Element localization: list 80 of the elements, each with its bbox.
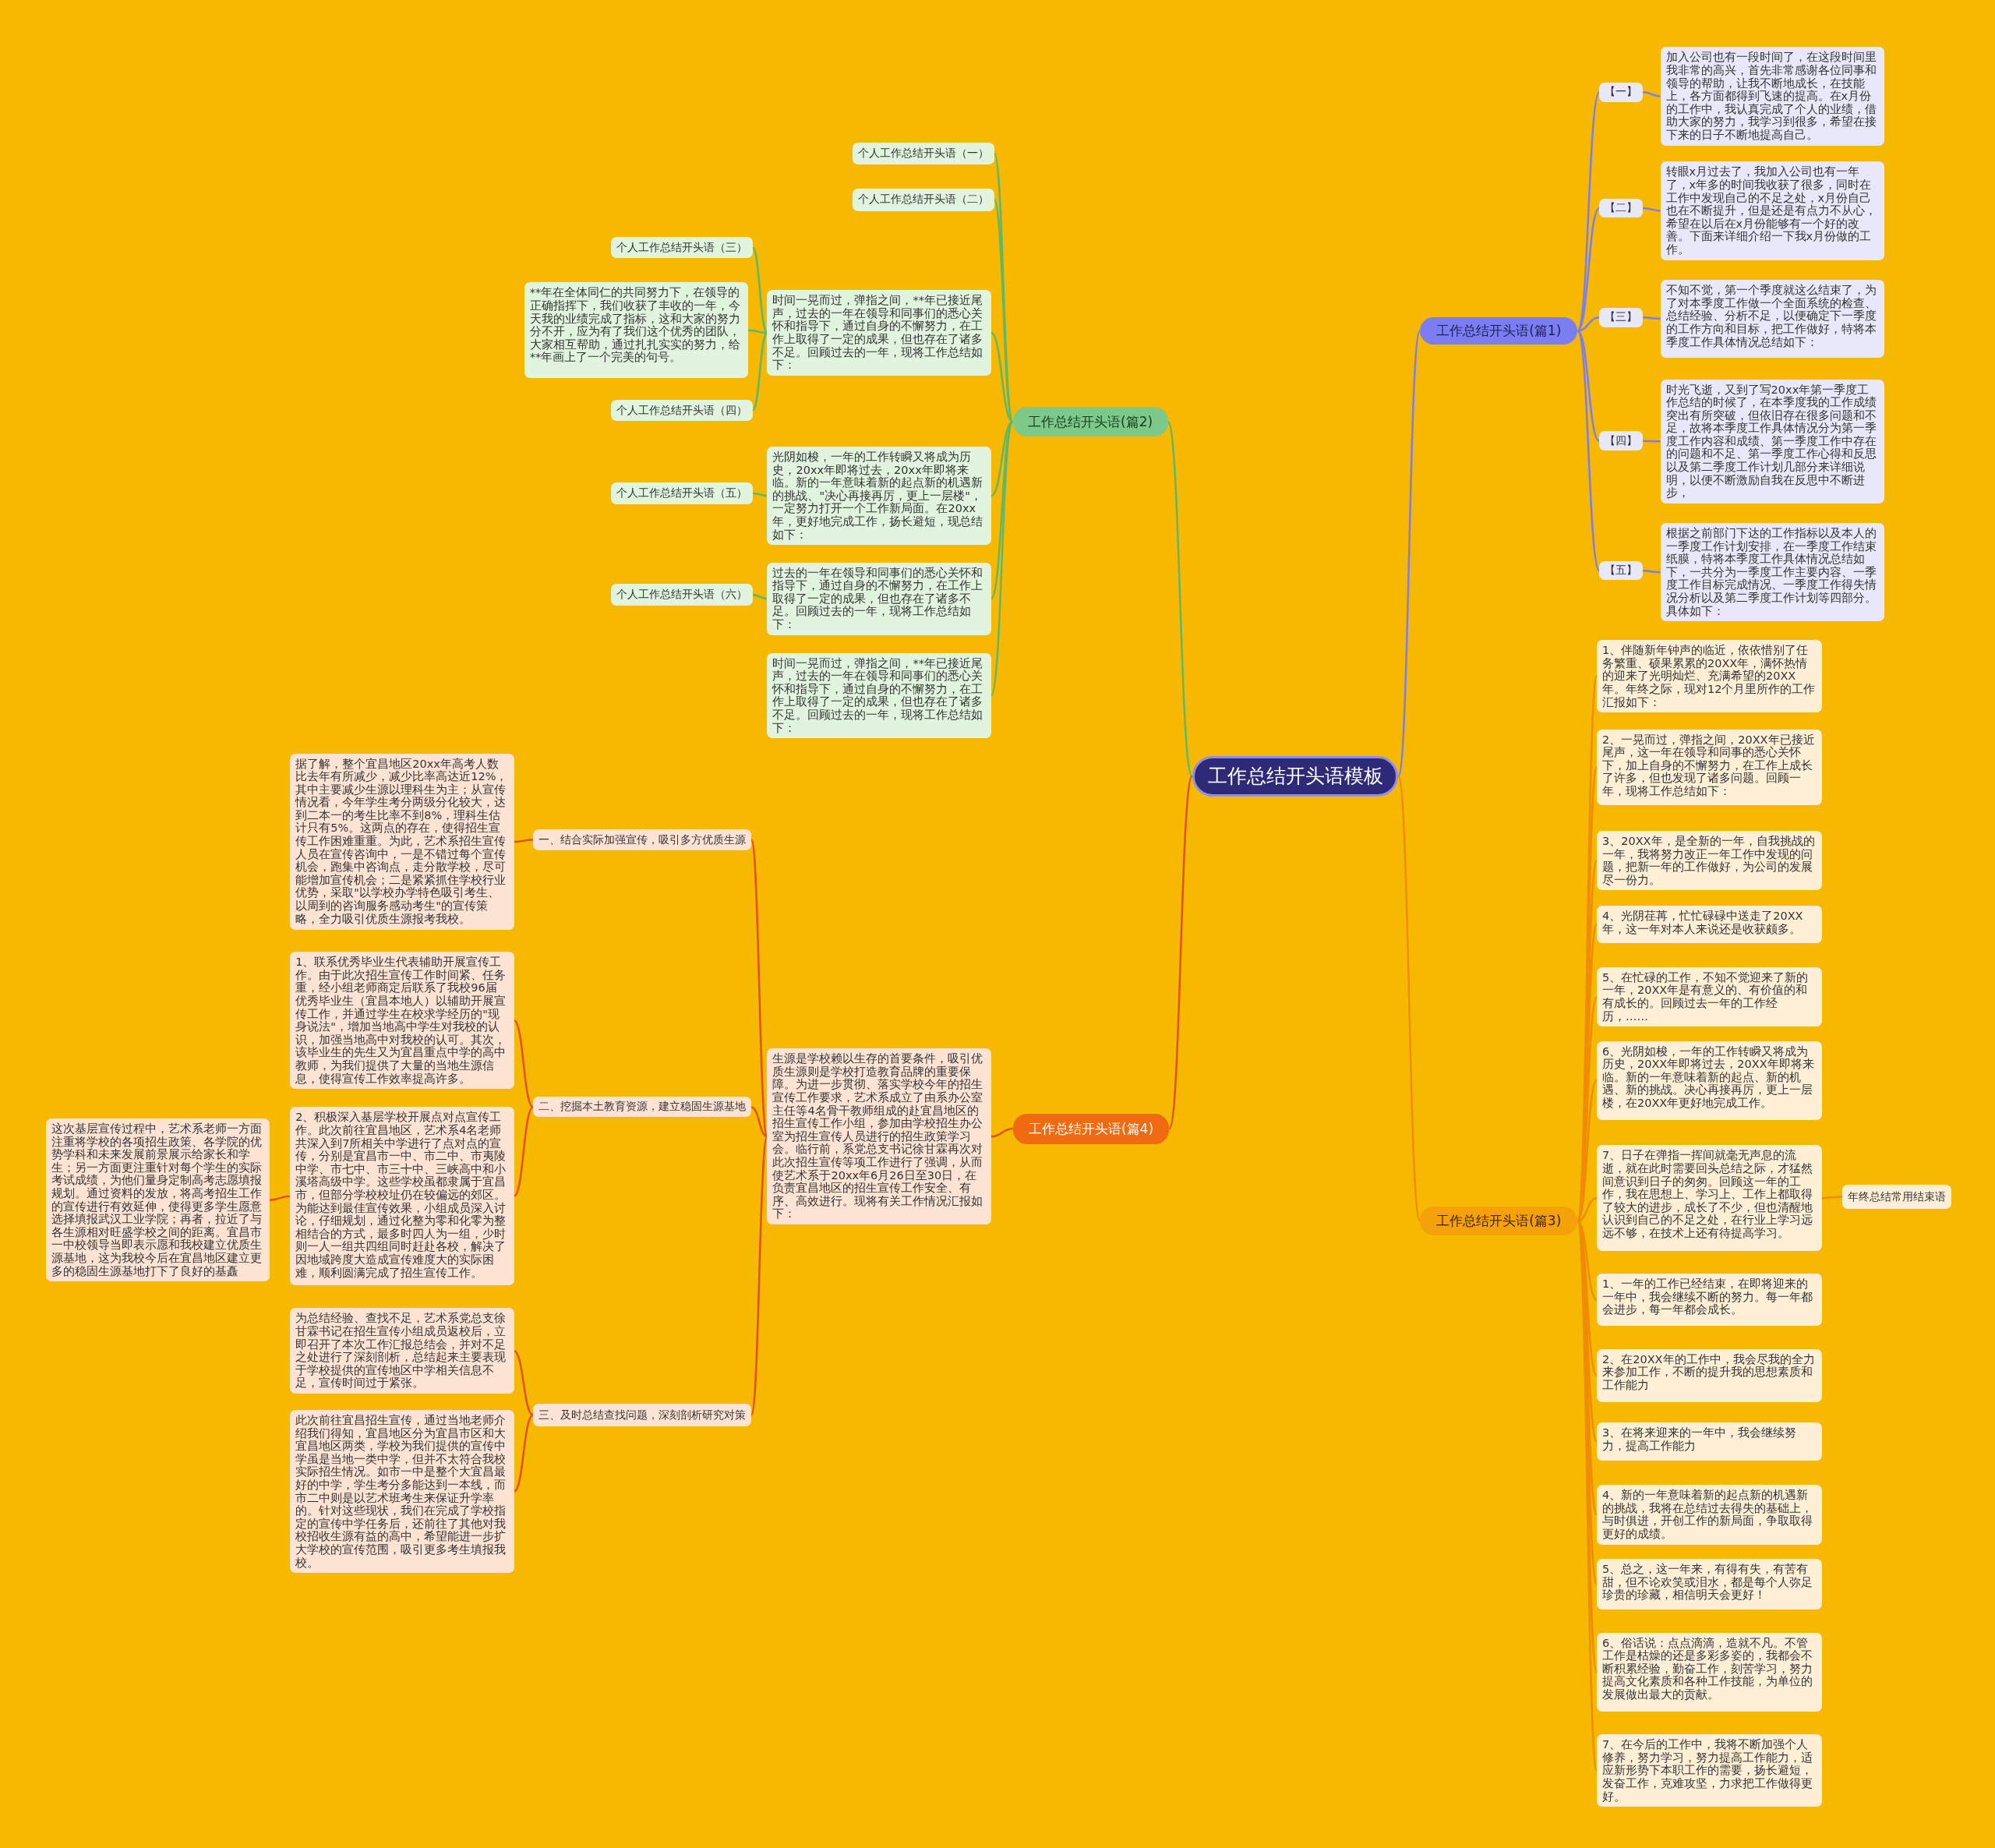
connector-line	[750, 839, 768, 1137]
text-card: 时光飞逝，又到了写20xx年第一季度工作总结的时候了，在本季度我的工作成绩突出有所突破，但依旧存在很多问题和不足，故将本季度工作具体情况分为第一季度工作内容和成绩、第一季度工作中存在的问题和不足、第一季度工作心得和反思以及第二季度工作计划几部分来详细说明，以便不断激励自我在反思中不断进步，	[1660, 379, 1884, 504]
text-card: 4、新的一年意味着新的起点新的机遇新的挑战，我将在总结过去得失的基础上，与时俱进，开创工作的新局面，争取取得更好的成绩。	[1596, 1485, 1822, 1545]
text-card: 时间一晃而过，弹指之间，**年已接近尾声，过去的一年在领导和同事们的悉心关怀和指导下，通过自身的不懈努力，在工作上取得了一定的成果，但也存在了诸多不足。回顾过去的一年，现将工作总结如下：	[767, 290, 991, 376]
connector-line	[513, 1414, 534, 1493]
subtopic-label: 二、挖掘本土教育资源，建立稳固生源基地	[533, 1097, 752, 1118]
text-card: 2、在20XX年的工作中，我会尽我的全力来参加工作，不断的提升我的思想素质和工作能力	[1596, 1348, 1822, 1403]
connector-line	[1577, 316, 1600, 332]
subtopic-label: 【一】	[1599, 83, 1644, 102]
text-card: 光阴如梭，一年的工作转瞬又将成为历史，20xx年即将过去，20xx年即将来临。新的一年意味着新的起点新的机遇新的挑战、"决心再接再厉，更上一层楼"，一定努力打开一个工作新局面。在20xx年，更好地完成工作，扬长避短，现总结如下：	[767, 447, 991, 546]
subtopic-label: 个人工作总结开头语（三）	[610, 236, 753, 259]
subtopic-label: 个人工作总结开头语（五）	[610, 482, 753, 504]
branch-topic: 工作总结开头语(篇2)	[1012, 407, 1168, 436]
text-card: 转眼x月过去了，我加入公司也有一年了，x年多的时间我收获了很多，同时在工作中发现自己的不足之处，x月份自己也在不断提升，但是还是有点力不从心，希望在以后在x月份能够有一个好的改善。下面来详细介绍一下我x月份做的工作。	[1660, 161, 1884, 260]
subtopic-label: 【二】	[1599, 198, 1644, 218]
connector-line	[990, 332, 1014, 423]
text-card: 7、日子在弹指一挥间就毫无声息的流逝，就在此时需要回头总结之际，才猛然间意识到日子的匆匆。回顾这一年的工作，我在思想上、学习上、工作上都取得了较大的进步，成长了不少，但也清醒地认识到自己的不足之处，在行业上学习远远不够，在技术上还有待提高学习。	[1596, 1145, 1822, 1251]
subtopic-label: 【五】	[1599, 561, 1644, 581]
subtopic-label: 个人工作总结开头语（二）	[852, 188, 994, 211]
central-topic: 工作总结开头语模板	[1192, 755, 1399, 797]
connector-line	[1643, 570, 1661, 574]
connector-line	[1577, 1196, 1598, 1222]
connector-line	[1397, 330, 1421, 777]
connector-line	[1397, 776, 1421, 1221]
text-card: 2、积极深入基层学校开展点对点宣传工作。此次前往宜昌地区，艺术系4名老师共深入到7所相关中学进行了点对点的宣传，分别是宜昌市一中、市二中、市夷陵中学、市七中、市三十中、三峡高中和小溪塔高级中学。这些学校虽都隶属于宜昌市，但部分学校校址仍在较偏远的郊区。为能达到最佳宣传效果，小组成员深入讨论，仔细规划，通过化整为零和化零为整相结合的方式，最多时四人为一组，少时则一人一组共四组同时赶赴各校，解决了因地域跨度大造成宣传难度大的实际困难，顺利圆满完成了招生宣传工作。	[290, 1107, 514, 1285]
connector-line	[750, 1136, 768, 1415]
text-card: 6、光阴如梭，一年的工作转瞬又将成为历史，20XX年即将过去，20XX年即将来临。新的一年意味着新的起点、新的机遇、新的挑战。决心再接再厉，更上一层楼，在20XX年更好地完成工作。	[1596, 1041, 1822, 1120]
text-card: 根据之前部门下达的工作指标以及本人的一季度工作计划安排，在一季度工作结束纸膜，特将本季度工作具体情况总结如下，一共分为一季度工作主要内容、一季度工作目标完成情况、一季度工作得失情况分析以及第二季度工作计划等四部分。具体如下：	[1660, 523, 1884, 622]
connector-line	[1643, 207, 1661, 212]
subtopic-label: 年终总结常用结束语	[1842, 1185, 1952, 1209]
connector-line	[751, 246, 768, 334]
text-card: 1、伴随新年钟声的临近，依依惜别了任务繁重、硕果累累的20XX年，满怀热情的迎来了光明灿烂、充满希望的20XX年。年终之际，现对12个月里所作的工作汇报如下：	[1596, 640, 1822, 713]
connector-line	[514, 839, 534, 843]
connector-line	[270, 1195, 291, 1201]
text-card: 这次基层宣传过程中，艺术系老师一方面注重将学校的各项招生政策、各学院的优势学科和未来发展前景展示给家长和学生；另一方面更注重针对每个学生的实际考试成绩，为他们量身定制高考志愿填报规划。通过资料的发放，将高考招生工作的宣传进行有效延伸，使得更多学生愿意选择填报武汉工业学院；再者，拉近了与各生源相对旺盛学校之间的距离。宜昌市一中校领导当即表示愿和我校建立优质生源基地，这为我校今后在宜昌地区建立更多的稳固生源基地打下了良好的基矗	[45, 1118, 270, 1282]
text-card: 5、在忙碌的工作，不知不觉迎来了新的一年，20XX年是有意义的、有价值的和有成长的。回顾过去一年的工作经历，……	[1596, 966, 1822, 1027]
text-card: 生源是学校赖以生存的首要条件，吸引优质生源则是学校打造教育品牌的重要保障。为进一步贯彻、落实学校今年的招生宣传工作要求，艺术系成立了由系办公室主任等4名骨干教师组成的赴宜昌地区的招生宣传工作小组，参加由学校招生办公室为招生宣传人员进行的招生政策学习会。临行前，系党总支书记徐甘霖再次对此次招生宣传等项工作进行了强调，从而使艺术系于20xx年6月26日至30日，在负责宜昌地区的招生宣传工作安全、有序、高效进行。现将有关工作情况汇报如下：	[767, 1048, 991, 1224]
text-card: 据了解，整个宜昌地区20xx年高考人数比去年有所减少，减少比率高达近12%，其中主要减少生源以理科生为主；从宣传情况看，今年学生考分两级分化较大，达到二本一的考生比率不到8%，理科生估计只有5%。这两点的存在，使得招生宣传工作困难重重。为此，艺术系招生宣传人员在宣传咨询中，一是不错过每个宣传机会，跑集中咨询点，走分散学校，尽可能增加宣传机会；二是紧紧抓住学校行业优势，采取"以学校办学特色吸引考生、以周到的咨询服务感动考生"的宣传策略，全力吸引优质生源报考我校。	[290, 753, 514, 931]
text-card: 1、联系优秀毕业生代表辅助开展宣传工作。由于此次招生宣传工作时间紧、任务重，经小组老师商定后联系了我校96届优秀毕业生（宜昌本地人）以辅助开展宣传工作，并通过学生在校求学经历的"现身说法"，增加当地高中学生对我校的认识，加强当地高中对我校的认可。其次，该毕业生的先生又为宜昌重点中学的高中教师，为我们提供了大量的当地生源信息，使得宣传工作效率提高许多。	[290, 952, 514, 1090]
subtopic-label: 【三】	[1599, 308, 1644, 327]
text-card: 1、一年的工作已经结束，在即将迎来的一年中，我会继续不断的努力。每一年都会进步，每一年都会成长。	[1596, 1274, 1822, 1327]
subtopic-label: 一、结合实际加强宣传，吸引多方优质生源	[533, 829, 752, 850]
branch-topic: 工作总结开头语(篇3)	[1420, 1206, 1578, 1236]
text-card: 为总结经验、查找不足，艺术系党总支徐甘霖书记在招生宣传小组成员返校后，立即召开了本次工作汇报总结会，并对不足之处进行了深刻剖析，总结起来主要表现于学校提供的宣传地区中学相关信息不足，宣传时间过于紧张。	[290, 1308, 514, 1394]
text-card: 此次前往宜昌招生宣传，通过当地老师介绍我们得知，宜昌地区分为宜昌市区和大宜昌地区两类，学校为我们提供的宣传中学虽是当地一类中学，但并不太符合我校实际招生情况。如市一中是整个大宜昌最好的中学，学生考分多能达到一本线，而市二中则是以艺术班考生来保证升学率的。针对这些现状，我们在完成了学校指定的宣传中学任务后，还前往了其他对我校招收生源有益的高中，希望能进一步扩大学校的宣传范围，吸引更多考生填报我校。	[290, 1409, 514, 1574]
connector-line	[752, 594, 768, 600]
text-card: 3、20XX年，是全新的一年，自我挑战的一年，我将努力改正一年工作中发现的问题，把新一年的工作做好，为公司的发展尽一份力。	[1596, 831, 1822, 891]
connector-line	[990, 1127, 1013, 1138]
text-card: 5、总之，这一年来，有得有失，有苦有甜，但不论欢笑或泪水，都是每个人弥足珍贵的珍藏，相信明天会更好！	[1596, 1559, 1822, 1610]
connector-line	[513, 1106, 534, 1197]
connector-line	[1168, 776, 1193, 1129]
connector-line	[1643, 316, 1661, 320]
text-card: 不知不觉，第一个季度就这么结束了，为了对本季度工作做一个全面系统的检查、总结经验、分析不足，以便确定下一季度的工作方向和目标，把工作做好，特将本季度工作具体情况总结如下：	[1660, 280, 1884, 358]
connector-line	[750, 1106, 768, 1138]
subtopic-label: 三、及时总结查找问题，深刻剖析研究对策	[533, 1403, 752, 1427]
connector-line	[1643, 440, 1661, 443]
connector-line	[513, 1019, 534, 1108]
connector-line	[1643, 91, 1661, 97]
connector-line	[751, 332, 768, 412]
text-card: 过去的一年在领导和同事们的悉心关怀和指导下，通过自身的不懈努力，在工作上取得了一定的成果，但也存在了诸多不足。回顾过去的一年，现将工作总结如下：	[767, 562, 991, 635]
subtopic-label: 个人工作总结开头语（一）	[852, 142, 994, 164]
text-card: 3、在将来迎来的一年中，我会继续努力，提高工作能力	[1596, 1422, 1822, 1461]
connector-line	[1577, 330, 1601, 442]
subtopic-label: 【四】	[1599, 431, 1644, 451]
connector-line	[513, 1350, 534, 1416]
subtopic-label: 个人工作总结开头语（六）	[610, 584, 753, 606]
text-card: 加入公司也有一段时间了，在这段时间里我非常的高兴，首先非常感谢各位同事和领导的帮助，让我不断地成长，在技能上，各方面都得到飞速的提高。在x月份的工作中，我认真完成了个人的业绩，借助大家的努力，我学习到很多，希望在接下来的日子不断地提高自己。	[1660, 47, 1884, 146]
connector-line	[1167, 421, 1193, 777]
connector-line	[752, 492, 768, 497]
text-card: 2、一晃而过，弹指之间，20XX年已接近尾声，这一年在领导和同事的悉心关怀下，加上自身的不懈努力，在工作上成长了许多，但也发现了诸多问题。回顾一年，现将工作总结如下：	[1596, 729, 1822, 806]
connector-line	[747, 329, 768, 334]
text-card: 7、在今后的工作中，我将不断加强个人修养，努力学习，努力提高工作能力，适应新形势下本职工作的需要，扬长避短，发奋工作，克难攻坚，力求把工作做得更好。	[1596, 1734, 1822, 1807]
text-card: 时间一晃而过，弹指之间，**年已接近尾声，过去的一年在领导和同事们的悉心关怀和指导下，通过自身的不懈努力，在工作上取得了一定的成果，但也存在了诸多不足。回顾过去的一年，现将工作总结如下：	[767, 652, 991, 739]
connector-line	[1821, 1196, 1843, 1200]
text-card: **年在全体同仁的共同努力下，在领导的正确指挥下，我们收获了丰收的一年，今天我的业绩完成了指标，这和大家的努力分不开，应为有了我们这个优秀的团队，大家相互帮助，通过扎扎实实的努力，给**年画上了一个完美的句号。	[524, 282, 748, 378]
text-card: 6、俗话说：点点滴滴，造就不凡。不管工作是枯燥的还是多彩多姿的，我都会不断积累经验，勤奋工作，刻苦学习，努力提高文化素质和各种工作技能，为单位的发展做出最大的贡献。	[1596, 1632, 1822, 1712]
branch-topic: 工作总结开头语(篇1)	[1420, 316, 1578, 345]
subtopic-label: 个人工作总结开头语（四）	[610, 399, 753, 422]
text-card: 4、光阴荏苒，忙忙碌碌中送走了20XX年，这一年对本人来说还是收获颇多。	[1596, 906, 1822, 943]
branch-topic: 工作总结开头语(篇4)	[1012, 1113, 1170, 1144]
